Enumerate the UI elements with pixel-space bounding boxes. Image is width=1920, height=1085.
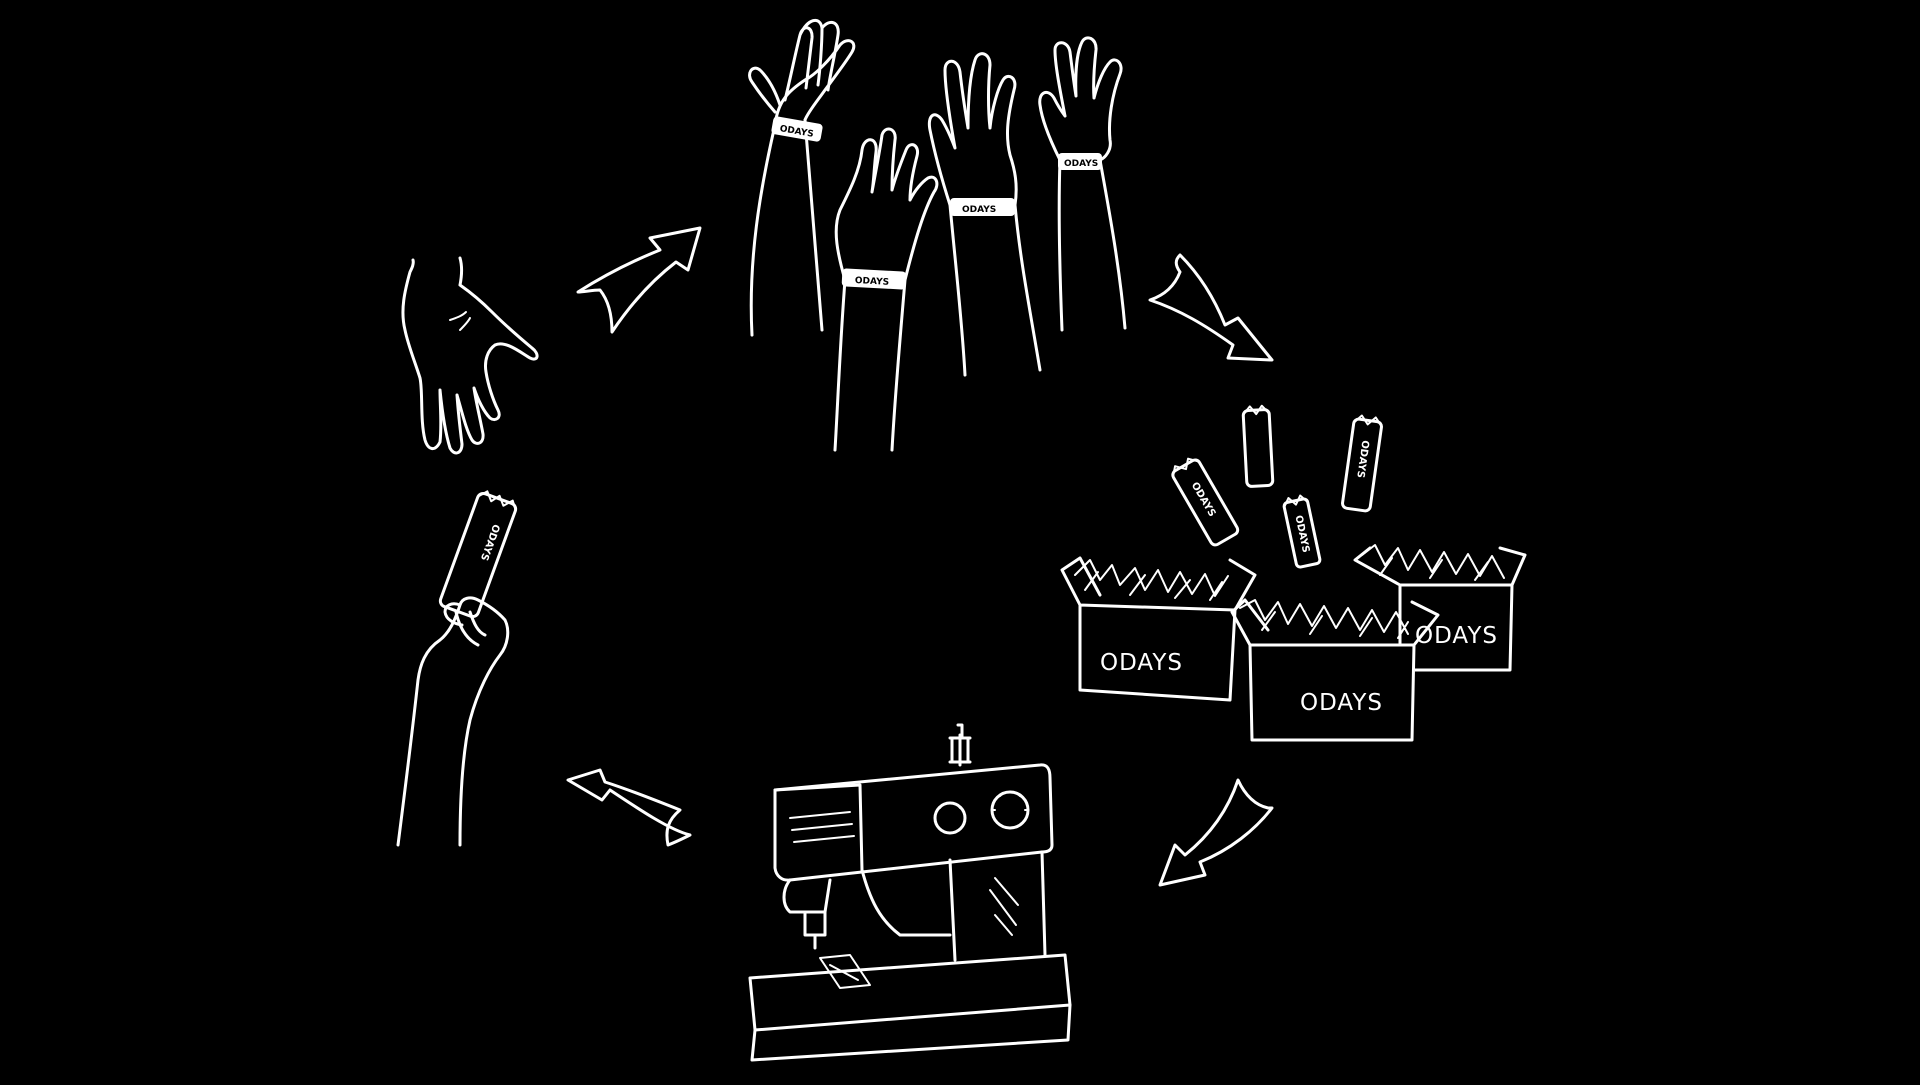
pad-box-3: ODAYS: [1353, 544, 1527, 672]
pad-boxes-icon: ODAYS ODAYS ODAYS ODAYS ODAYS: [1060, 404, 1527, 742]
pad-box-1-label: ODAYS: [1100, 650, 1183, 676]
arrow-4: [566, 768, 692, 847]
raised-arm-4: ODAYS: [1038, 36, 1127, 332]
arrow-1: [576, 226, 702, 334]
pad-box-2-label: ODAYS: [1300, 690, 1383, 716]
falling-pad-3: ODAYS: [1171, 457, 1240, 547]
wristband-label-4: ODAYS: [1064, 159, 1098, 169]
hand-holding-pad-icon: ODAYS: [396, 490, 518, 847]
raised-hands-with-wristbands-icon: ODAYS ODAYS ODAYS ODAYS: [748, 18, 1127, 452]
raised-arm-2: ODAYS: [833, 127, 939, 452]
pad-box-2: ODAYS: [1230, 598, 1440, 742]
sewing-machine-icon: [748, 723, 1072, 1062]
arrow-2: [1148, 253, 1274, 362]
raised-arm-3: ODAYS: [927, 52, 1042, 377]
curved-arrow-icon: [566, 226, 1274, 887]
falling-pad-4-label: ODAYS: [1292, 514, 1311, 553]
falling-pad-4: ODAYS: [1282, 494, 1322, 569]
pad-box-1: ODAYS: [1060, 556, 1257, 702]
wristband-label-3: ODAYS: [962, 205, 996, 215]
falling-pad-1: [1241, 404, 1275, 488]
wristband-label-2: ODAYS: [855, 276, 890, 288]
raised-arm-1: ODAYS: [748, 18, 856, 337]
falling-pad-2-label: ODAYS: [1354, 439, 1370, 478]
arrow-3: [1158, 778, 1274, 887]
open-hand-icon: [401, 256, 539, 455]
falling-pad-2: ODAYS: [1341, 414, 1383, 513]
